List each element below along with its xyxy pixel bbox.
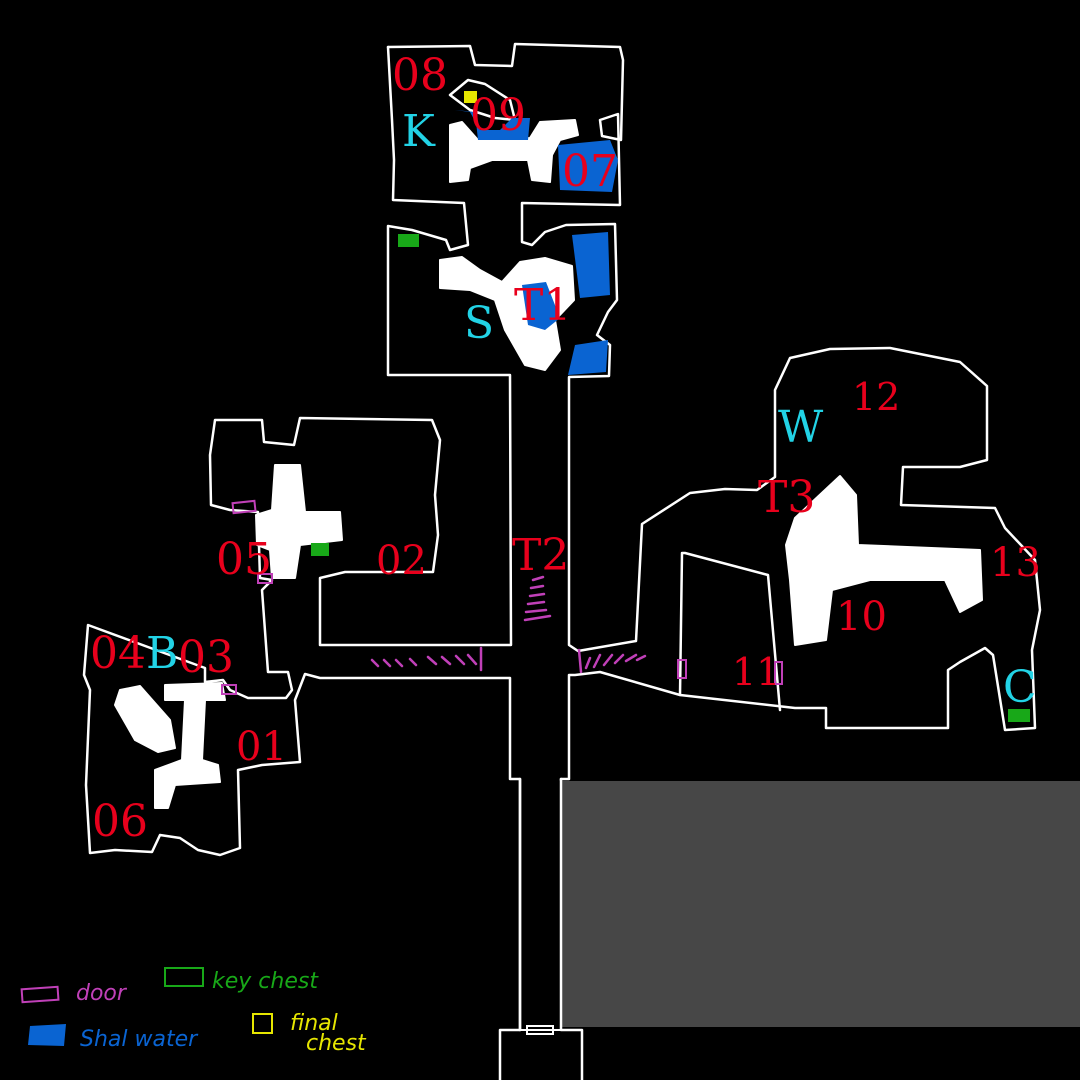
corridor-south-wall-left <box>498 777 522 1080</box>
room-label-11: 11 <box>732 650 780 694</box>
marker-s: S <box>464 298 494 349</box>
legend-final-chest-label-2: chest <box>306 1031 367 1056</box>
room-label-10: 10 <box>836 594 887 640</box>
marker-c: C <box>1003 662 1037 713</box>
room-outline-north-top <box>82 45 522 1032</box>
room-label-01: 01 <box>236 724 287 770</box>
room-label-02: 02 <box>376 538 427 584</box>
room-label-t2: T2 <box>512 530 569 581</box>
room-label-08: 08 <box>392 50 448 101</box>
shallow-water-east-2 <box>568 340 608 375</box>
legend-water-label: Shal water <box>80 1027 199 1052</box>
legend-door-label: door <box>76 981 128 1006</box>
marker-b: B <box>146 628 178 679</box>
door-03 <box>221 684 237 695</box>
key-chest-c <box>1008 709 1030 722</box>
room-outline-north <box>386 42 1042 782</box>
legend-final-chest-label-1: final <box>290 1011 338 1036</box>
room-label-04: 04 <box>90 628 146 679</box>
key-chest-north <box>398 234 419 247</box>
shallow-water-07 <box>558 140 618 192</box>
room-label-05: 05 <box>216 534 272 585</box>
room-11-inner-wall <box>678 551 782 712</box>
ring-09 <box>448 78 517 122</box>
room-label-t1: T1 <box>514 280 571 331</box>
final-chest <box>464 91 477 103</box>
key-chest-05 <box>311 543 329 556</box>
shallow-water-east-1 <box>572 232 610 298</box>
room-label-03: 03 <box>178 632 234 683</box>
legend: door key chest Shal water final chest <box>20 967 367 1056</box>
room-label-06: 06 <box>92 796 148 847</box>
room-label-07: 07 <box>562 146 618 197</box>
door-05-north <box>231 499 257 515</box>
legend-key-chest-label: key chest <box>212 969 319 994</box>
legend-key-chest-swatch <box>164 967 204 987</box>
pillar-room-06-a <box>114 685 176 753</box>
hatch-door-t2 <box>523 575 552 622</box>
pillar-room-10 <box>785 475 983 646</box>
room-label-t3: T3 <box>758 472 815 523</box>
legend-door-swatch <box>20 985 60 1004</box>
hatch-door-west <box>370 646 483 672</box>
hatch-door-east <box>577 648 647 674</box>
pillar-room-06-b <box>154 682 226 809</box>
door-11-west <box>677 659 687 679</box>
unexplored-region <box>561 781 1080 1027</box>
cross-pillar <box>255 464 343 579</box>
legend-final-chest-swatch <box>252 1013 273 1034</box>
legend-water-swatch <box>28 1024 66 1046</box>
shallow-water-09 <box>455 110 530 140</box>
marker-w: W <box>778 402 824 453</box>
marker-k: K <box>402 106 436 157</box>
room-label-12: 12 <box>852 375 900 419</box>
shallow-water-t1 <box>522 282 560 330</box>
door-05-south <box>257 573 273 584</box>
door-11-east <box>774 661 783 685</box>
room-label-13: 13 <box>990 540 1041 586</box>
room-label-09: 09 <box>470 90 526 141</box>
